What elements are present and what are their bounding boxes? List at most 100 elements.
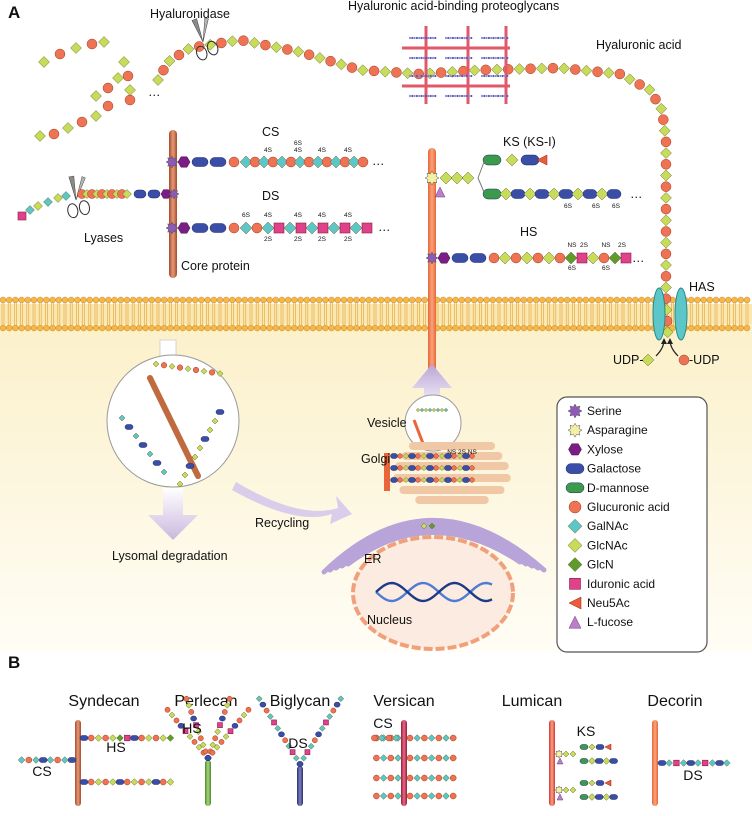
sugar-circle xyxy=(469,453,475,459)
sugar-diamond xyxy=(109,734,117,742)
sugar-pill xyxy=(130,735,139,741)
sugar-circle xyxy=(477,296,484,304)
sugar-circle xyxy=(229,324,236,332)
sugar-diamond xyxy=(379,754,388,762)
sugar-circle xyxy=(444,36,448,40)
sugar-circle xyxy=(311,737,318,744)
sugar-diamond xyxy=(118,414,126,422)
sugar-circle xyxy=(625,324,633,332)
sugar-circle xyxy=(334,324,342,332)
sulfation-label: 4S xyxy=(318,147,327,154)
sugar-circle xyxy=(731,296,738,304)
sugar-diamond xyxy=(240,711,248,719)
sugar-circle xyxy=(272,324,280,332)
lumican-core xyxy=(549,720,555,806)
sugar-circle xyxy=(418,36,421,40)
sugar-circle xyxy=(282,44,293,55)
sugar-circle xyxy=(638,296,645,304)
sugar-diamond xyxy=(90,90,102,102)
legend-item-iduronic-acid: Iduronic acid xyxy=(569,577,655,591)
sugar-circle xyxy=(346,296,354,304)
sugar-circle xyxy=(74,296,81,304)
sulfation-label: 4S xyxy=(344,147,353,154)
sugar-pill xyxy=(124,424,134,430)
golgi-cisterna xyxy=(415,496,489,504)
sugar-circle xyxy=(427,74,430,78)
sugar-diamond xyxy=(255,695,263,703)
sugar-diamond xyxy=(520,251,534,265)
sugar-pill xyxy=(462,477,470,483)
sugar-circle xyxy=(483,94,486,98)
sugar-circle xyxy=(209,749,216,756)
sugar-diamond xyxy=(660,147,672,159)
sugar-circle xyxy=(470,36,473,40)
sugar-pill xyxy=(606,189,622,199)
sugar-pill xyxy=(296,761,304,767)
sugar-diamond xyxy=(394,774,402,782)
sugar-circle xyxy=(315,324,323,332)
sugar-circle xyxy=(36,324,44,332)
sugar-circle xyxy=(434,56,437,60)
sugar-circle xyxy=(449,36,452,40)
sugar-circle xyxy=(142,296,149,304)
sugar-circle xyxy=(24,324,32,332)
sugar-diamond xyxy=(586,251,600,265)
sugar-circle xyxy=(235,296,242,304)
sugar-circle xyxy=(346,62,358,73)
sugar-circle xyxy=(98,296,106,304)
sugar-pill xyxy=(191,157,209,167)
sugar-circle xyxy=(148,324,156,332)
sugar-circle xyxy=(485,56,488,60)
sulfation-label: 4S xyxy=(294,212,303,219)
sugar-circle xyxy=(5,324,13,332)
ellipsis: … xyxy=(148,85,161,99)
sugar-circle xyxy=(451,465,457,471)
sugar-pill xyxy=(482,188,502,200)
sugar-circle xyxy=(490,56,493,60)
sugar-circle xyxy=(660,159,672,170)
sugar-hexagon xyxy=(177,222,191,234)
sugar-diamond xyxy=(655,102,668,115)
legend-item-xylose: Xylose xyxy=(568,442,623,456)
sulfation-label: 6S xyxy=(242,212,251,219)
sugar-pill xyxy=(259,701,267,708)
sugar-circle xyxy=(413,36,416,40)
golgi-cisterna xyxy=(408,442,496,450)
sugar-circle xyxy=(461,36,464,40)
sugar-diamond xyxy=(53,193,63,203)
sugar-pill xyxy=(219,715,226,722)
sugar-circle xyxy=(278,324,286,332)
legend-item-neu5ac: Neu5Ac xyxy=(568,596,630,610)
sugar-circle xyxy=(601,296,608,304)
sugar-diamond xyxy=(694,759,702,767)
habp-label: Hyaluronic acid-binding proteoglycans xyxy=(348,0,559,13)
sugar-circle xyxy=(520,324,528,332)
habp-link xyxy=(424,26,428,104)
sugar-circle xyxy=(463,56,466,60)
sugar-diamond xyxy=(379,65,392,78)
sugar-pill xyxy=(390,453,398,459)
arrow-head xyxy=(667,338,673,344)
sugar-circle xyxy=(411,36,414,40)
sugar-pill xyxy=(579,744,589,750)
sugar-circle xyxy=(429,94,432,98)
sugar-circle xyxy=(545,324,552,332)
sugar-circle xyxy=(444,74,448,78)
sugar-circle xyxy=(660,203,672,215)
chain-link xyxy=(477,177,485,193)
sugar-diamond xyxy=(239,221,253,235)
sugar-diamond xyxy=(569,750,577,758)
sulfation-label: 6S xyxy=(592,203,601,210)
chain-link xyxy=(477,161,485,179)
sugar-diamond xyxy=(468,64,481,77)
sugar-circle xyxy=(467,56,471,60)
sugar-pill xyxy=(462,465,470,471)
sugar-pill xyxy=(565,463,585,474)
sugar-circle xyxy=(539,296,546,304)
sugar-circle xyxy=(458,296,466,304)
sugar-triangle xyxy=(434,186,446,198)
sulfation-label: NS xyxy=(601,242,611,249)
sugar-star xyxy=(165,221,179,235)
sugar-diamond xyxy=(182,43,195,55)
sugar-pill xyxy=(79,735,89,741)
